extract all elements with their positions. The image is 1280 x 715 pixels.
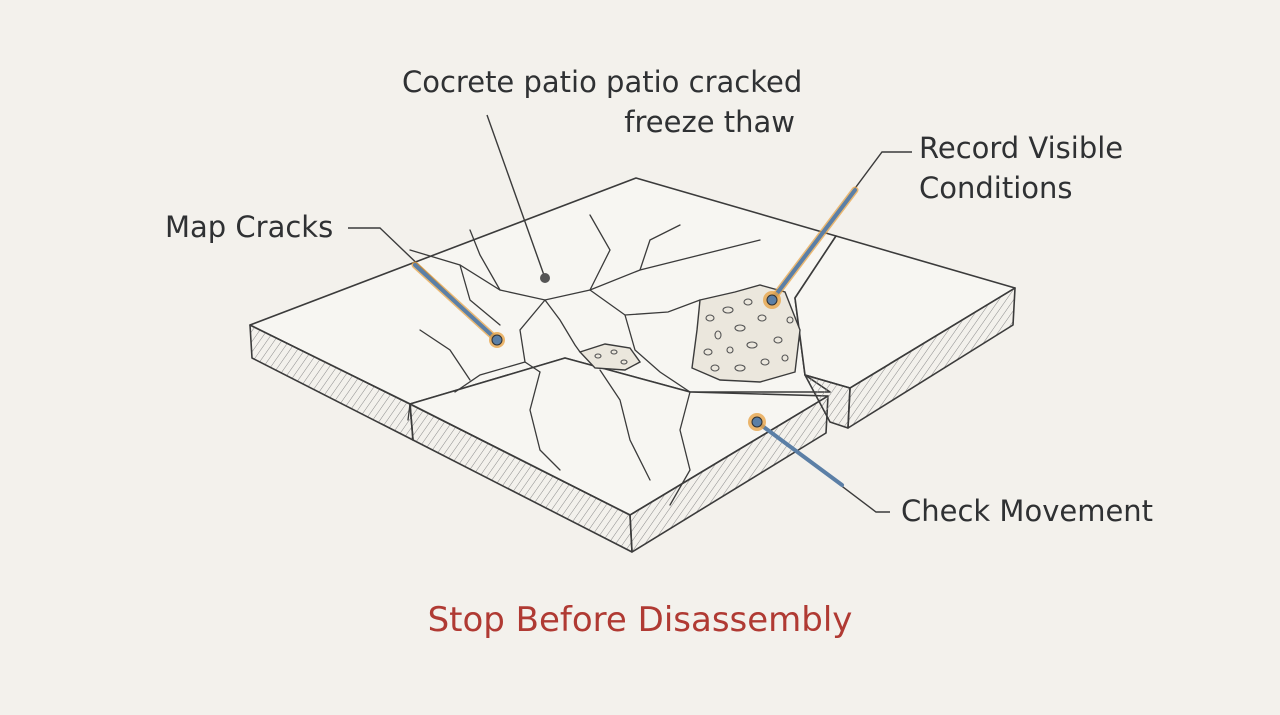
diagram-title-line1: Cocrete patio patio cracked	[402, 65, 803, 99]
record-visible-conditions-label: Record Visible Conditions	[919, 128, 1123, 208]
record-label-line1: Record Visible	[919, 131, 1124, 165]
diagram-title: Cocrete patio patio cracked freeze thaw	[402, 62, 803, 142]
right-slab	[794, 235, 1016, 429]
title-leader	[486, 114, 546, 279]
diagram-title-line2: freeze thaw	[624, 105, 795, 139]
front-slab-side-right	[629, 395, 829, 553]
check-movement-label: Check Movement	[901, 494, 1154, 528]
left-slab	[249, 177, 837, 553]
right-slab-edge	[804, 374, 851, 429]
map-cracks-label: Map Cracks	[165, 210, 334, 244]
record-label-line2: Conditions	[919, 171, 1073, 205]
footer-warning: Stop Before Disassembly	[427, 600, 853, 640]
pointer-tools	[411, 186, 859, 487]
crack-network	[407, 214, 761, 506]
title-marker-dot-icon	[540, 273, 550, 283]
spalled-aggregate	[578, 284, 801, 383]
pointer-tool-icon	[755, 420, 844, 487]
large-spall	[691, 284, 801, 383]
